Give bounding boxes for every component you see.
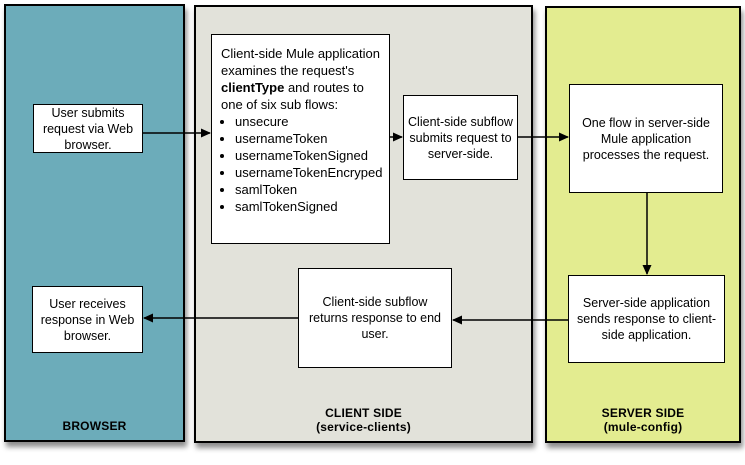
subflow-item-usernametoken: usernameToken [235,130,383,147]
user-receives-text: User receives response in Web browser. [40,296,135,343]
user-receives-box: User receives response in Web browser. [32,286,143,353]
client-router-intro: Client-side Mule application examines th… [221,45,383,113]
subflow-item-unsecure: unsecure [235,113,383,130]
subflow-item-usernametokenencryped: usernameTokenEncryped [235,164,383,181]
client-side-panel-title: CLIENT SIDE [325,406,402,420]
user-submits-request-box: User submits request via Web browser. [33,104,143,153]
client-router-intro-post: and routes to one of six sub flows: [221,80,364,112]
client-router-intro-pre: Client-side Mule application examines th… [221,46,380,78]
server-flow-box: One flow in server-side Mule application… [569,84,723,193]
server-side-panel-label: SERVER SIDE (mule-config) [547,406,739,434]
client-router-clienttype: clientType [221,80,285,95]
server-response-text: Server-side application sends response t… [577,296,716,342]
client-side-panel-subtitle: (service-clients) [316,420,411,434]
subflow-submits-box: Client-side subflow submits request to s… [403,95,518,180]
client-side-panel-label: CLIENT SIDE (service-clients) [196,406,531,434]
browser-panel: BROWSER [4,4,185,442]
subflow-returns-box: Client-side subflow returns response to … [298,268,452,368]
browser-panel-label: BROWSER [6,419,183,433]
server-side-panel-title: SERVER SIDE [601,406,685,420]
client-router-box: Client-side Mule application examines th… [211,34,390,244]
server-side-panel: SERVER SIDE (mule-config) [545,6,741,443]
server-response-box: Server-side application sends response t… [568,275,725,363]
server-side-panel-subtitle: (mule-config) [603,420,683,434]
browser-panel-title: BROWSER [62,419,127,433]
server-flow-text: One flow in server-side Mule application… [582,115,710,162]
subflow-item-samltokensigned: samlTokenSigned [235,198,383,215]
user-submits-request-text: User submits request via Web browser. [42,105,134,152]
subflow-submits-text: Client-side subflow submits request to s… [408,114,513,161]
subflow-item-usernametokensigned: usernameTokenSigned [235,147,383,164]
subflow-item-samltoken: samlToken [235,181,383,198]
subflow-returns-text: Client-side subflow returns response to … [308,295,442,341]
subflow-list: unsecure usernameToken usernameTokenSign… [221,113,383,215]
